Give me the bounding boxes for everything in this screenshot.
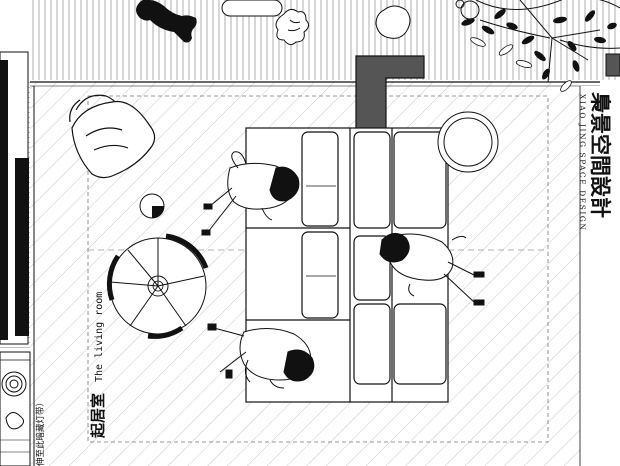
- tree-leaves-outline: [470, 37, 572, 92]
- outdoor-cushion: [221, 0, 283, 17]
- ceiling-outline: [87, 95, 549, 443]
- brand-logo: 梟景空間設計 XIAO JING SPACE DESIGN: [578, 91, 613, 232]
- person-figure-bottom: [207, 323, 315, 389]
- side-table: [139, 193, 165, 219]
- room-name-cn: 起居室: [89, 393, 107, 439]
- tv-cabinet: [15, 158, 29, 336]
- room-name-en: The living room: [94, 292, 105, 382]
- person-figure-right: [379, 233, 485, 306]
- stone: [375, 5, 411, 39]
- tree-leaves: [461, 8, 617, 80]
- brand-name-en: XIAO JING SPACE DESIGN: [578, 94, 587, 232]
- right-wall-post: [605, 53, 620, 77]
- lower-storage: [0, 351, 31, 466]
- brand-name-cn: 梟景空間設計: [588, 91, 613, 218]
- round-pouf: [437, 111, 499, 173]
- left-wall-post: [0, 60, 8, 340]
- person-figure-top: [201, 151, 300, 236]
- lower-storage-lines: [0, 439, 30, 453]
- brand-panel: [580, 86, 600, 466]
- side-note: 伸至此暗藏灯带）: [35, 398, 46, 466]
- dog-silhouette: [136, 0, 197, 43]
- lounge-chair: [69, 94, 156, 179]
- swirl-ornament: [1, 371, 27, 397]
- shrub: [275, 8, 310, 46]
- plant-pot: [5, 412, 24, 430]
- round-coffee-table: [106, 233, 209, 339]
